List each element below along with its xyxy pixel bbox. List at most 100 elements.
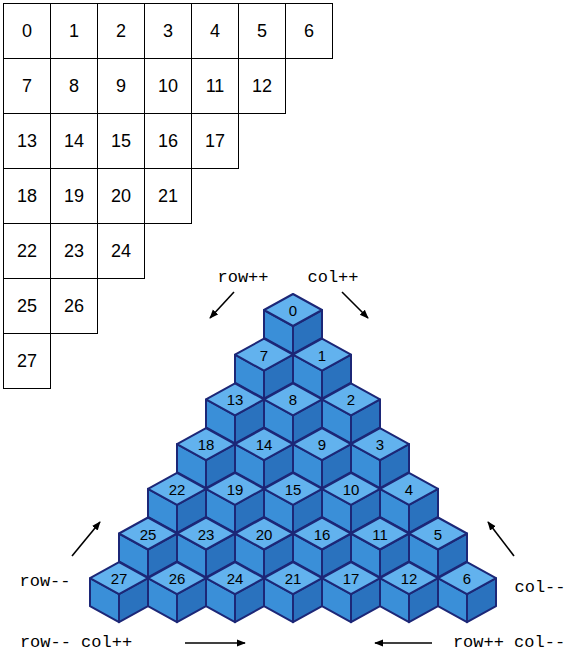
- table-cell: 19: [50, 168, 98, 224]
- cube-number: 24: [227, 571, 244, 586]
- cube-number: 11: [372, 526, 388, 541]
- direction-label: row++: [217, 269, 268, 288]
- direction-arrow: [185, 642, 245, 644]
- table-cell: 0: [3, 3, 51, 59]
- table-cell: 8: [50, 58, 98, 114]
- cube-number: 25: [140, 526, 157, 541]
- cube-top-face: [235, 428, 293, 460]
- direction-label: row++ col--: [453, 634, 565, 653]
- cube-top-face: [90, 562, 148, 594]
- table-cell: 9: [97, 58, 145, 114]
- cube-top-face: [264, 294, 322, 326]
- table-cell: 24: [97, 223, 145, 279]
- cube-top-face: [351, 428, 409, 460]
- table-cell: 11: [191, 58, 239, 114]
- cube-number: 15: [285, 481, 302, 496]
- cube-number: 20: [256, 526, 273, 541]
- table-cell: 2: [97, 3, 145, 59]
- cube: [438, 562, 496, 622]
- cube-number: 2: [347, 392, 355, 407]
- cube-number: 26: [169, 571, 186, 586]
- direction-label: row--: [19, 573, 70, 592]
- cube-top-face: [235, 518, 293, 550]
- table-cell: 3: [144, 3, 192, 59]
- cube-number: 13: [227, 392, 244, 407]
- direction-arrow: [72, 522, 100, 556]
- cube-number: 9: [318, 437, 326, 452]
- cube-number: 4: [405, 481, 413, 496]
- table-cell: 25: [3, 278, 51, 334]
- cube-number: 14: [256, 437, 273, 452]
- table-cell: 4: [191, 3, 239, 59]
- cube: [206, 562, 264, 622]
- table-cell: 27: [3, 333, 51, 389]
- table-cell: 17: [191, 113, 239, 169]
- cube-top-face: [206, 383, 264, 415]
- cube-number: 12: [401, 571, 418, 586]
- table-cell: 18: [3, 168, 51, 224]
- table-cell: 10: [144, 58, 192, 114]
- table-cell: 14: [50, 113, 98, 169]
- cube-top-face: [293, 518, 351, 550]
- table-cell: 1: [50, 3, 98, 59]
- cube: [264, 562, 322, 622]
- cube-top-face: [119, 518, 177, 550]
- cube-number: 23: [198, 526, 215, 541]
- cube-top-face: [293, 428, 351, 460]
- cube-number: 10: [343, 481, 360, 496]
- cube-number: 17: [343, 571, 360, 586]
- cube: [380, 562, 438, 622]
- cube-top-face: [351, 518, 409, 550]
- table-cell: 6: [285, 3, 333, 59]
- cube-number: 16: [314, 526, 331, 541]
- cube-top-face: [322, 383, 380, 415]
- cube-number: 19: [227, 481, 244, 496]
- cube: [90, 562, 148, 622]
- table-cell: 23: [50, 223, 98, 279]
- cube-number: 3: [376, 437, 384, 452]
- cube-top-face: [264, 473, 322, 505]
- cube-top-face: [322, 473, 380, 505]
- cube-top-face: [177, 428, 235, 460]
- table-cell: 21: [144, 168, 192, 224]
- direction-label: col--: [514, 579, 565, 598]
- cube-top-face: [206, 562, 264, 594]
- table-cell: 13: [3, 113, 51, 169]
- cube-number: 1: [318, 347, 326, 362]
- cube: [322, 562, 380, 622]
- direction-arrow: [342, 292, 368, 318]
- cube-number: 21: [285, 571, 302, 586]
- table-cell: 26: [50, 278, 98, 334]
- cube-top-face: [264, 562, 322, 594]
- cube-top-face: [380, 473, 438, 505]
- table-cell: 16: [144, 113, 192, 169]
- cube-number: 7: [260, 347, 268, 362]
- cube-number: 8: [289, 392, 297, 407]
- direction-label: row-- col++: [20, 634, 132, 653]
- table-cell: 12: [238, 58, 286, 114]
- cube-top-face: [177, 518, 235, 550]
- direction-arrow: [210, 292, 234, 318]
- direction-arrow: [375, 642, 432, 644]
- direction-arrow: [488, 522, 514, 556]
- cube-top-face: [264, 383, 322, 415]
- cube-top-face: [438, 562, 496, 594]
- table-cell: 22: [3, 223, 51, 279]
- cube-number: 22: [169, 481, 186, 496]
- cube-top-face: [322, 562, 380, 594]
- cube: [148, 562, 206, 622]
- cube-top-face: [148, 473, 206, 505]
- table-cell: 20: [97, 168, 145, 224]
- cube-top-face: [409, 518, 467, 550]
- direction-label: col++: [307, 269, 358, 288]
- cube-pyramid: [90, 294, 496, 622]
- cube-number: 18: [198, 437, 215, 452]
- cube-top-face: [235, 339, 293, 371]
- cube-number: 6: [463, 571, 471, 586]
- cube-top-face: [206, 473, 264, 505]
- cube-number: 5: [434, 526, 442, 541]
- cube-top-face: [380, 562, 438, 594]
- cube-top-face: [293, 339, 351, 371]
- cube-top-face: [148, 562, 206, 594]
